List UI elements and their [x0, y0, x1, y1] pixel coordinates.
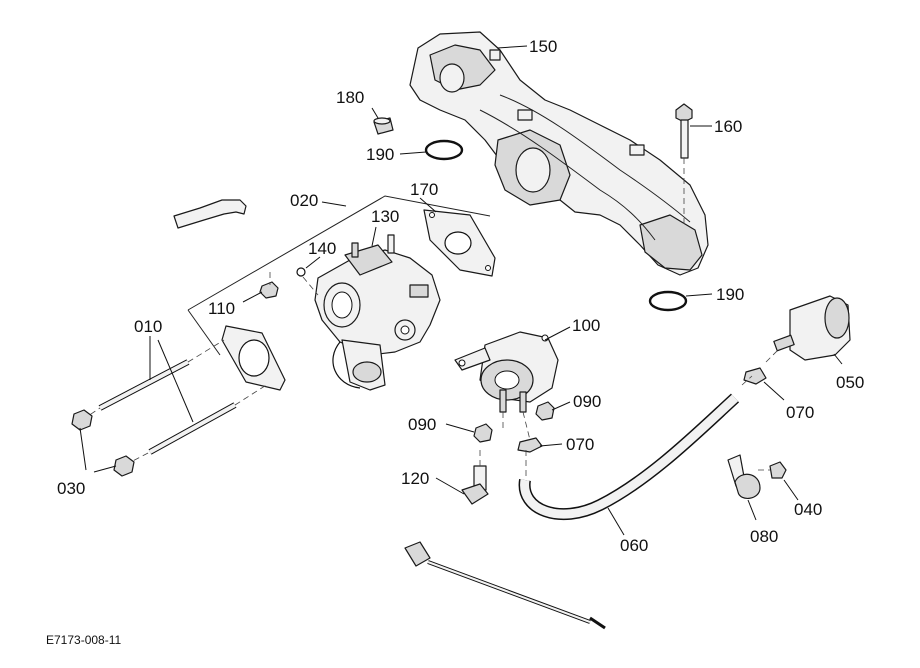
callout-130: 130 — [371, 207, 399, 226]
callout-170: 170 — [410, 180, 438, 199]
stud-bolt-upper-part — [98, 339, 225, 411]
stud-bolt-lower-part — [81, 383, 269, 466]
callout-090-left: 090 — [408, 415, 436, 434]
flange-nut-lower-part — [113, 455, 135, 477]
callout-060: 060 — [620, 536, 648, 555]
callout-110: 110 — [208, 299, 235, 318]
bolt-090-left-part — [473, 423, 493, 443]
collar-part — [373, 117, 394, 135]
callout-180: 180 — [336, 88, 364, 107]
intake-manifold-part — [409, 31, 709, 276]
callout-120: 120 — [401, 469, 429, 488]
figure-id: E7173-008-11 — [46, 633, 121, 647]
callout-020: 020 — [290, 191, 318, 210]
callout-090-right: 090 — [573, 392, 601, 411]
carburetor-group-bracket — [187, 195, 491, 311]
callout-070-upper: 070 — [786, 403, 814, 422]
callout-190-upper: 190 — [366, 145, 394, 164]
elbow-fitting-part — [461, 450, 489, 505]
bolt-040-part — [758, 461, 787, 479]
callout-080: 080 — [750, 527, 778, 546]
filter-bracket-part — [727, 454, 761, 499]
o-ring-upper-part — [424, 139, 464, 161]
fuel-filter-part — [765, 295, 851, 363]
fuel-pump-part — [454, 331, 559, 441]
callout-070-lower: 070 — [566, 435, 594, 454]
hose-clamp-lower-part — [517, 437, 543, 453]
flange-nut-upper-part — [71, 409, 93, 431]
carburetor-part — [314, 234, 441, 391]
bolt-090-right-part — [535, 401, 555, 421]
callout-160: 160 — [714, 117, 742, 136]
nut-part — [259, 272, 279, 299]
o-ring-lower-part — [648, 290, 688, 312]
gasket-part — [423, 209, 496, 277]
hose-clamp-upper-part — [743, 367, 767, 385]
callout-150: 150 — [529, 37, 557, 56]
bolt-part — [675, 103, 693, 225]
callout-140: 140 — [308, 239, 336, 258]
callout-010: 010 — [134, 317, 162, 336]
callout-050: 050 — [836, 373, 864, 392]
callout-100: 100 — [572, 316, 600, 335]
fitting-part — [296, 267, 319, 296]
callout-040: 040 — [794, 500, 822, 519]
fuel-hose-part — [518, 375, 753, 520]
breather-hose-part — [173, 199, 247, 229]
control-cable-part — [404, 541, 606, 630]
callout-190-lower: 190 — [716, 285, 744, 304]
insulator-gasket-part — [221, 325, 286, 391]
callout-030: 030 — [57, 479, 85, 498]
